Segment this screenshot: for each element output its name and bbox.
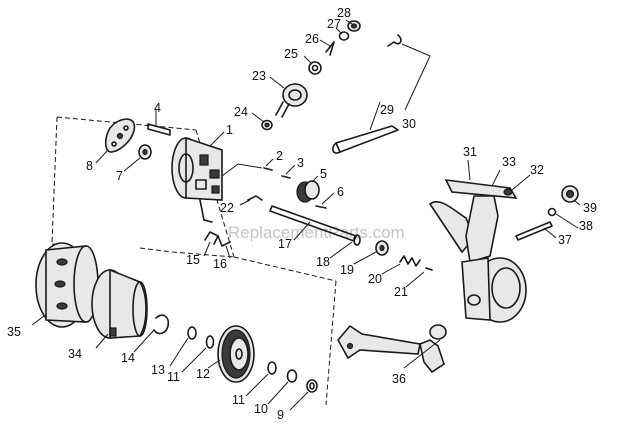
part-7-bushing: [138, 144, 152, 160]
part-15-clip: [204, 231, 219, 245]
callout-4: 4: [154, 101, 161, 115]
callout-13: 13: [151, 363, 165, 377]
part-19-nut: [375, 240, 389, 256]
part-29-30-bail-arm: [331, 34, 431, 154]
callout-36: 36: [392, 372, 406, 386]
part-25-roller: [308, 61, 322, 75]
part-22-clip: [247, 195, 263, 201]
callout-1: 1: [226, 123, 233, 137]
callout-17: 17: [278, 237, 292, 251]
part-38-washer: [547, 207, 557, 217]
part-11-washer-a: [205, 335, 215, 349]
callout-27: 27: [327, 17, 341, 31]
part-18-washer: [353, 234, 361, 246]
part-1-main-body: [171, 136, 223, 223]
callout-35: 35: [7, 325, 21, 339]
part-4-pin: [147, 123, 171, 136]
part-39-nut: [561, 185, 579, 203]
part-31-frame: [444, 179, 518, 199]
callout-24: 24: [234, 105, 248, 119]
callout-31: 31: [463, 145, 477, 159]
callout-16: 16: [213, 257, 227, 271]
part-8-gear-plate: [104, 118, 136, 153]
part-35-rotor-cup: [35, 242, 99, 328]
callout-15: 15: [186, 253, 200, 267]
callout-38: 38: [579, 219, 593, 233]
callout-5: 5: [320, 167, 327, 181]
callout-20: 20: [368, 272, 382, 286]
watermark: ReplacementParts.com: [228, 223, 405, 242]
part-16-spring-clip: [217, 235, 231, 247]
part-36-crank-handle: [337, 324, 447, 374]
part-14-clip: [153, 314, 170, 335]
part-5-pinion-gear: [296, 180, 320, 203]
callout-30: 30: [402, 117, 416, 131]
callout-3: 3: [297, 156, 304, 170]
callout-33: 33: [502, 155, 516, 169]
callout-21: 21: [394, 285, 408, 299]
callout-12: 12: [196, 367, 210, 381]
callout-28: 28: [337, 6, 351, 20]
callout-25: 25: [284, 47, 298, 61]
part-3-pin: [281, 175, 291, 179]
part-34-spool: [91, 268, 148, 339]
callout-23: 23: [252, 69, 266, 83]
callout-39: 39: [583, 201, 597, 215]
callout-10: 10: [254, 402, 268, 416]
callout-18: 18: [316, 255, 330, 269]
callout-11-lower: 11: [232, 393, 245, 407]
callout-26: 26: [305, 32, 319, 46]
callout-29: 29: [380, 103, 394, 117]
part-21-pin: [425, 267, 433, 271]
part-9-washer: [306, 379, 318, 393]
part-12-drag-gear: [217, 325, 255, 383]
callout-34: 34: [68, 347, 82, 361]
part-20-spring: [399, 255, 421, 267]
part-13-washer: [187, 326, 197, 340]
part-10-washer: [286, 369, 298, 383]
part-2-pin: [263, 167, 273, 171]
part-37-screw: [515, 221, 553, 241]
leader-lines: [31, 19, 581, 411]
callout-8: 8: [86, 159, 93, 173]
callout-32: 32: [530, 163, 544, 177]
part-23-rotor-head: [275, 83, 308, 118]
callout-6: 6: [337, 185, 344, 199]
callout-numbers: 28 27 26 25 23 24 29 30 4 1 8 7 2 3 5 6 …: [7, 6, 597, 422]
callout-22: 22: [220, 201, 234, 215]
callout-11-upper: 11: [167, 370, 180, 384]
callout-7: 7: [116, 169, 123, 183]
part-6-pin: [315, 205, 327, 209]
callout-37: 37: [558, 233, 572, 247]
callout-14: 14: [121, 351, 135, 365]
callout-2: 2: [276, 149, 283, 163]
part-24-washer: [261, 119, 273, 131]
callout-19: 19: [340, 263, 354, 277]
part-26-bail-spring: [325, 41, 335, 56]
part-27-washer: [338, 31, 350, 41]
part-11-washer-b: [267, 361, 277, 375]
callout-9: 9: [277, 408, 284, 422]
part-frame-body: [428, 195, 527, 323]
